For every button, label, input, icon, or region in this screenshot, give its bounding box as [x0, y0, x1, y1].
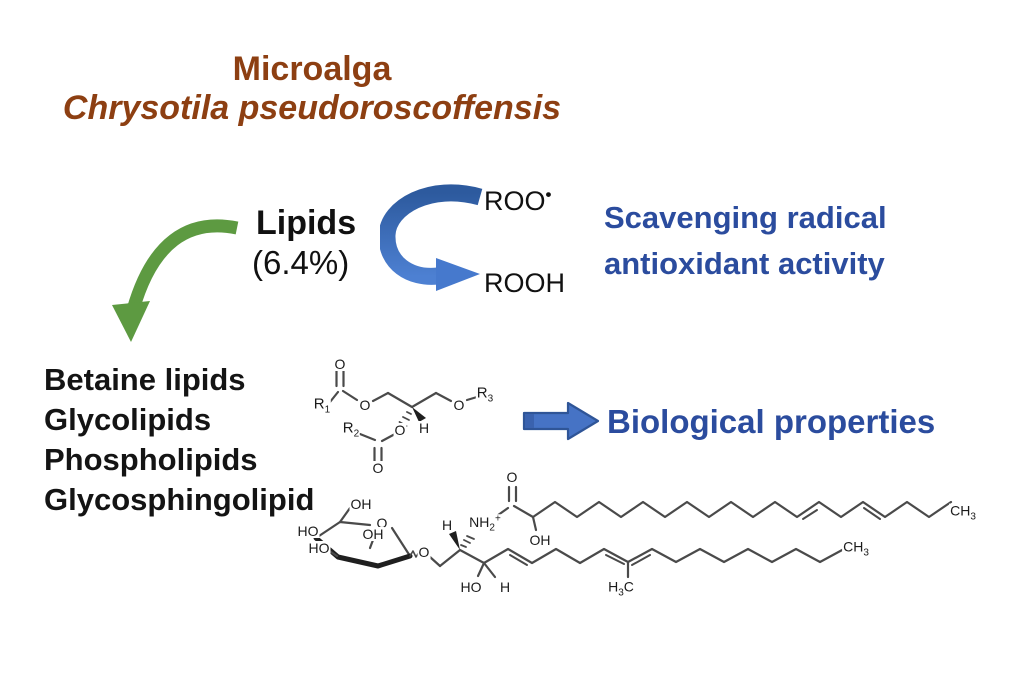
ammonium-charge: +: [494, 513, 501, 525]
terminal-ch3-bottom-label: CH3: [842, 538, 870, 559]
c3-ho-label: HO: [459, 579, 483, 595]
ch3-bottom-base: CH: [843, 538, 864, 555]
ch3-bottom-sub: 3: [863, 547, 869, 559]
c2-stereo-h-label: H: [440, 517, 454, 533]
r3-sub: 3: [487, 393, 494, 405]
sugar-ring-o-label: O: [375, 515, 389, 531]
microalga-label: Microalga: [232, 50, 392, 88]
ammonium-label: NH2+: [468, 513, 502, 534]
glycerolipid-r3-label: R3: [475, 384, 495, 405]
lipids-label: Lipids: [256, 204, 357, 242]
glycerolipid-ester2-o-label: O: [393, 422, 407, 438]
sugar-oh-ring-label: OH: [361, 526, 385, 542]
r2-base: R: [342, 419, 354, 437]
title-block: Microalga Chrysotila pseudoroscoffensis: [26, 50, 598, 128]
lipid-class-item: Glycolipids: [44, 402, 212, 437]
lipid-class-item: Betaine lipids: [44, 362, 246, 397]
glycosidic-o-label: O: [417, 544, 431, 560]
ch3-top-base: CH: [950, 502, 971, 519]
glycerolipid-stereo-h-label: H: [417, 420, 431, 436]
ch3-top-sub: 3: [970, 511, 976, 523]
amide-o-label: O: [505, 469, 519, 485]
methyl-branch-label: H3C: [607, 578, 635, 599]
glycerolipid-r2-label: R2: [341, 419, 361, 440]
radical-cycle-arrow: [380, 184, 483, 291]
scavenging-line2: antioxidant activity: [604, 246, 885, 281]
peroxyl-radical-text: ROO: [484, 186, 546, 216]
green-curved-arrow: [112, 219, 239, 342]
biological-arrow-icon: [522, 401, 600, 441]
r3-base: R: [476, 384, 488, 402]
hydroperoxide-label: ROOH: [484, 268, 565, 298]
r1-base: R: [313, 395, 325, 413]
ammonium-base: NH: [469, 513, 490, 530]
glycerolipid-ether-o-label: O: [452, 397, 466, 413]
glycerolipid-r1-label: R1: [312, 395, 332, 416]
radical-dot: •: [545, 185, 552, 204]
glycerolipid-carbonyl1-o-label: O: [333, 356, 347, 372]
methyl-branch-sub: 3: [618, 587, 624, 599]
lipid-class-item: Glycosphingolipid: [44, 482, 315, 517]
r2-sub: 2: [353, 428, 360, 440]
biological-properties-label: Biological properties: [607, 403, 936, 440]
glycosphingolipid-structure: [312, 485, 953, 579]
lipid-class-item: Phospholipids: [44, 442, 258, 477]
alpha-oh-label: OH: [528, 532, 552, 548]
species-name: Chrysotila pseudoroscoffensis: [62, 89, 562, 127]
scavenging-line1: Scavenging radical: [604, 200, 887, 235]
lipid-class-list: Betaine lipids Glycolipids Phospholipids…: [44, 360, 314, 520]
ammonium-sub: 2: [489, 522, 495, 534]
glycerolipid-ester1-o-label: O: [358, 397, 372, 413]
lipids-percentage: (6.4%): [252, 244, 350, 281]
methyl-branch-h: H: [608, 578, 619, 595]
r1-sub: 1: [324, 404, 331, 416]
methyl-branch-c: C: [623, 578, 634, 595]
peroxyl-radical-label: ROO•: [484, 186, 551, 217]
terminal-ch3-top-label: CH3: [949, 502, 977, 523]
glycerolipid-structure: [328, 368, 479, 465]
sugar-ch2oh-oh-label: OH: [349, 496, 373, 512]
sugar-ho-upper-label: HO: [296, 523, 320, 539]
sugar-ho-lower-label: HO: [307, 540, 331, 556]
glycerolipid-carbonyl2-o-label: O: [371, 460, 385, 476]
c3-h-label: H: [498, 579, 512, 595]
